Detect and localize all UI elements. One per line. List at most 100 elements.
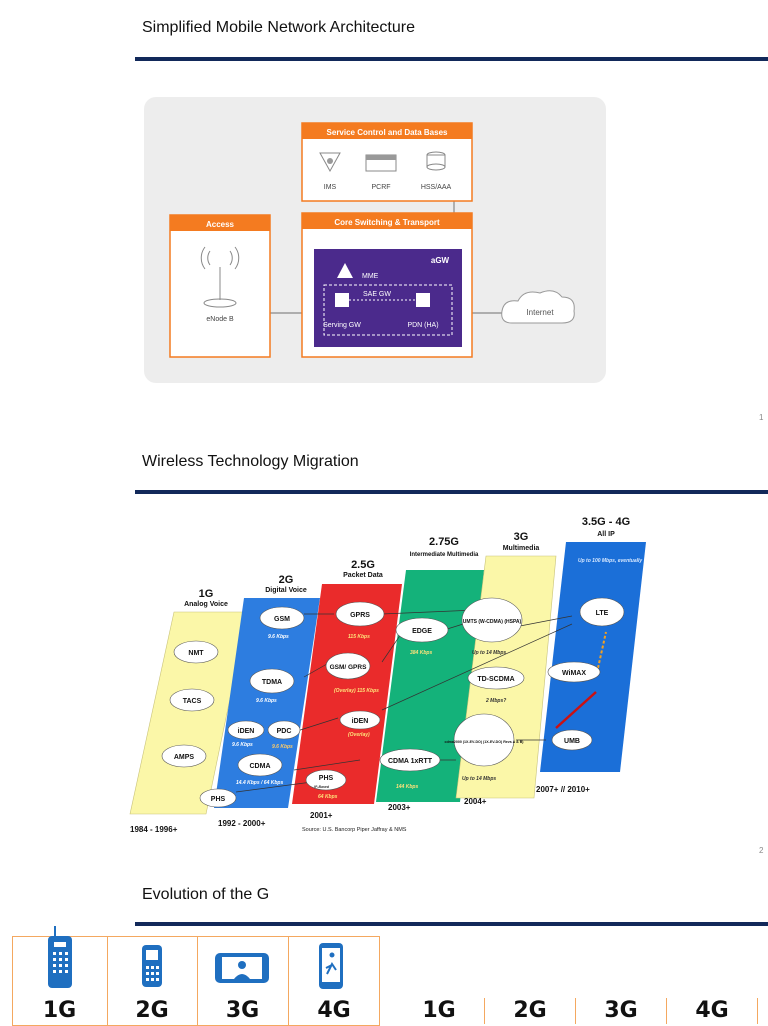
band-25g: 2.5G: [351, 559, 375, 571]
node-wimax: WiMAX: [562, 670, 586, 677]
years-4g: 2007+ // 2010+: [536, 785, 590, 794]
rate-overlay: (Overlay) 115 Kbps: [334, 688, 379, 694]
gen-plain-4g: 4G: [667, 998, 758, 1024]
rate-edge: 384 Kbps: [410, 650, 432, 656]
rate-iden: 9.6 Kbps: [232, 742, 253, 748]
node-gprs: GPRS: [350, 612, 370, 619]
access-title: Access: [206, 220, 235, 229]
years-25g: 2001+: [310, 811, 333, 820]
serving-gw-label: Serving GW: [323, 322, 361, 329]
mme-label: MME: [362, 273, 379, 280]
pdn-icon: [416, 293, 430, 307]
rate-umts: Up to 14 Mbps: [472, 650, 506, 656]
node-cdma2000: cdma2000 (1X-EV-DO) (1X-EV-DO) Revs A & …: [444, 740, 524, 744]
access-item: eNode B: [206, 316, 234, 323]
node-amps: AMPS: [174, 754, 195, 761]
slide1-rule: [135, 57, 768, 61]
service-item-hss: HSS/AAA: [421, 184, 452, 191]
node-pdc: PDC: [277, 728, 292, 735]
hss-aaa-icon: [426, 151, 446, 171]
agw-label: aGW: [431, 256, 450, 265]
band-275g: 2.75G: [429, 536, 459, 548]
plain-generation-labels: 1G 2G 3G 4G: [394, 998, 768, 1024]
gen-plain-1g: 1G: [394, 998, 485, 1024]
rate-cdma: 14.4 Kbps / 64 Kbps: [236, 780, 283, 786]
band-3g-sub: Multimedia: [503, 545, 540, 552]
slide3-rule: [135, 922, 768, 926]
slide2-page-number: 2: [759, 846, 764, 855]
years-2g: 1992 - 2000+: [218, 819, 266, 828]
node-gsm-gprs: GSM/ GPRS: [330, 664, 368, 671]
slide2-title: Wireless Technology Migration: [142, 453, 359, 470]
network-architecture-diagram: Service Control and Data Bases IMS PCRF …: [144, 97, 606, 383]
node-iden-overlay: iDEN: [352, 718, 369, 725]
band-3g: 3G: [514, 531, 529, 543]
internet-cloud-icon: Internet: [501, 290, 575, 324]
slide1-page-number: 1: [759, 413, 764, 422]
node-tdscdma: TD-SCDMA: [477, 676, 514, 683]
service-item-pcrf: PCRF: [371, 184, 390, 191]
node-tacs: TACS: [183, 698, 202, 705]
band-4g: 3.5G - 4G: [582, 516, 630, 528]
band-1g: 1G: [199, 588, 214, 600]
ims-icon: [319, 152, 341, 173]
node-tdma: TDMA: [262, 679, 282, 686]
rate-phs-ip: 64 Kbps: [318, 794, 338, 800]
rate-gprs: 115 Kbps: [348, 634, 370, 640]
slide3-title: Evolution of the G: [142, 886, 270, 903]
band-2g-sub: Digital Voice: [265, 587, 307, 594]
feature-phone-icon: [142, 945, 162, 987]
slide1-title: Simplified Mobile Network Architecture: [142, 19, 415, 36]
years-3g: 2004+: [464, 797, 487, 806]
years-275g: 2003+: [388, 803, 411, 812]
node-gsm: GSM: [274, 616, 290, 623]
gen-label-2g: 2G: [135, 998, 169, 1023]
internet-label: Internet: [526, 308, 554, 317]
service-control-box: Service Control and Data Bases IMS PCRF …: [301, 122, 473, 202]
node-iden: iDEN: [238, 728, 255, 735]
node-cdma1x: CDMA 1xRTT: [388, 758, 433, 765]
gen-label-4g: 4G: [317, 998, 351, 1023]
node-phs-ip: PHS: [319, 775, 334, 782]
panel-divider: [107, 937, 108, 1025]
smartphone-icon: [319, 943, 343, 989]
service-item-ims: IMS: [324, 184, 337, 191]
service-box-title: Service Control and Data Bases: [327, 128, 448, 137]
wireless-migration-diagram: 1G Analog Voice 2G Digital Voice 2.5G Pa…: [129, 516, 646, 834]
rate-cdma2000: Up to 14 Mbps: [462, 776, 496, 782]
years-1g: 1984 - 1996+: [130, 825, 178, 834]
video-call-icon: [215, 953, 269, 983]
band-275g-sub: Intermediate Multimedia: [410, 552, 479, 558]
mme-icon: [337, 263, 353, 278]
node-nmt: NMT: [188, 650, 204, 657]
pdn-label: PDN (HA): [407, 322, 438, 329]
rate-tdma: 9.6 Kbps: [256, 698, 277, 704]
note-phs-ip: IP-Based: [314, 785, 330, 789]
band-2g: 2G: [279, 574, 294, 586]
node-edge: EDGE: [412, 628, 432, 635]
band-25g-sub: Packet Data: [343, 572, 383, 579]
node-umb: UMB: [564, 738, 580, 745]
rate-top: Up to 100 Mbps, eventually: [578, 558, 642, 564]
panel-divider: [197, 937, 198, 1025]
rate-tdscdma: 2 Mbps?: [485, 698, 506, 704]
note-iden-overlay: (Overlay): [348, 732, 370, 738]
gen-label-3g: 3G: [225, 998, 260, 1023]
sae-gw-label: SAE GW: [363, 291, 391, 298]
band-4g-sub: All IP: [597, 531, 615, 538]
pcrf-icon: [365, 154, 397, 172]
access-box: Access eNode B: [169, 214, 271, 358]
brick-phone-icon: [48, 926, 72, 988]
core-box: Core Switching & Transport aGW MME SAE G…: [301, 212, 473, 358]
boxed-generation-labels: 1G 2G 3G 4G: [12, 998, 380, 1024]
gen-plain-2g: 2G: [485, 998, 576, 1024]
node-umts: UMTS (W-CDMA) (HSPA): [463, 619, 522, 625]
core-title: Core Switching & Transport: [334, 218, 440, 227]
node-lte: LTE: [596, 610, 609, 617]
band-1g-sub: Analog Voice: [184, 601, 228, 608]
source-note: Source: U.S. Bancorp Piper Jaffray & NMS: [302, 827, 407, 833]
rate-pdc: 9.6 Kbps: [272, 744, 293, 750]
gen-plain-3g: 3G: [576, 998, 667, 1024]
node-cdma: CDMA: [250, 763, 271, 770]
rate-gsm: 9.6 Kbps: [268, 634, 289, 640]
